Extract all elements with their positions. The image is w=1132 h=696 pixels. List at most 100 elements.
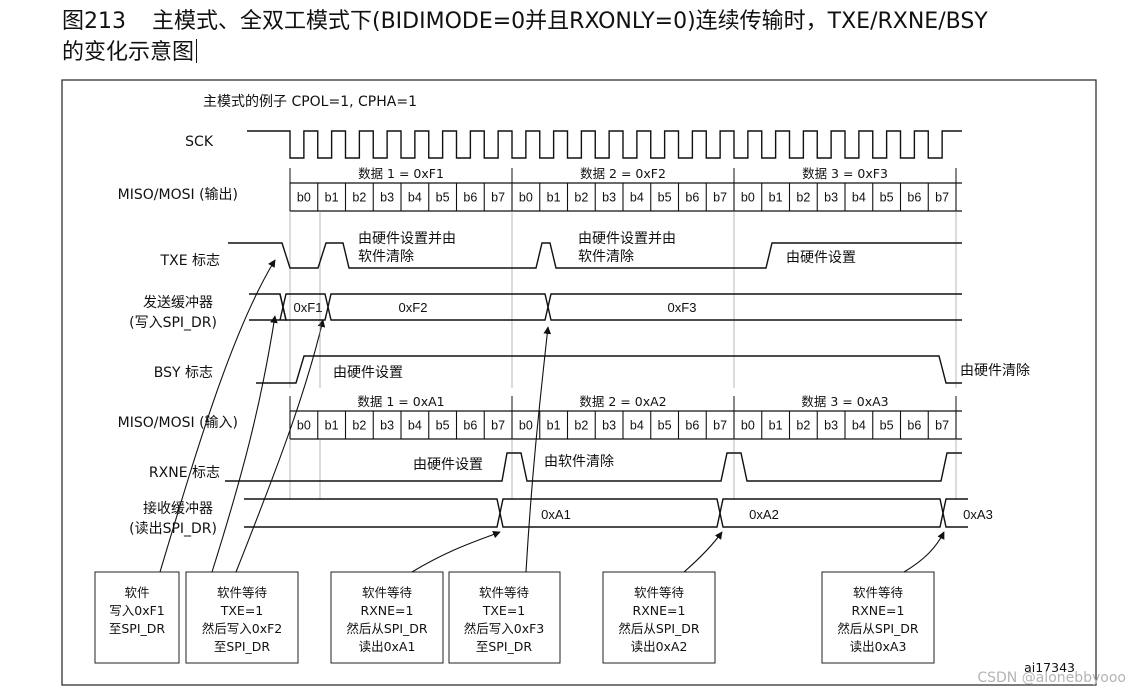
- callout-3-line-4: 读出0xA1: [359, 639, 416, 654]
- callout-4-line-3: 然后写入0xF3: [464, 621, 545, 636]
- caption-line-2: 的变化示意图: [62, 40, 195, 65]
- figure-id: ai17343: [1024, 660, 1075, 675]
- miso-mosi-input-bit-cell: b7: [491, 419, 505, 433]
- miso-mosi-output-bit-cell: b0: [741, 191, 755, 205]
- miso-mosi-input-bit-cell: b2: [574, 419, 588, 433]
- watermark: CSDN @alonebbyooo: [977, 670, 1126, 686]
- bsy-flag-label: BSY 标志: [154, 365, 213, 381]
- callout-5-line-3: 然后从SPI_DR: [618, 621, 700, 636]
- callout-arrows: [159, 259, 945, 573]
- tx-buffer-bus-a: [279, 293, 962, 321]
- callout-6-line-1: 软件等待: [853, 585, 904, 600]
- miso-mosi-output-bit-cell: b6: [685, 191, 699, 205]
- rxne-flag-label: RXNE 标志: [149, 465, 220, 481]
- tx-buffer-bus-b: [279, 293, 962, 321]
- miso-mosi-output-bit-cell: b7: [935, 191, 949, 205]
- miso-mosi-output-label: MISO/MOSI (输出): [118, 187, 238, 203]
- callout-2-line-4: 至SPI_DR: [214, 639, 271, 654]
- tx-buffer-value-2: 0xF2: [399, 300, 428, 315]
- rx-buffer-bus-b: [244, 498, 968, 528]
- arrow-read-0xa1: [411, 530, 501, 573]
- miso-mosi-input-bit-cell: b3: [380, 419, 394, 433]
- callout-3-line-1: 软件等待: [362, 585, 413, 600]
- miso-mosi-output-bit-cell: b5: [436, 191, 450, 205]
- bsy-clear-note: 由硬件清除: [960, 363, 1030, 379]
- rx-buffer-value-1: 0xA1: [541, 507, 571, 522]
- callout-5-line-4: 读出0xA2: [631, 639, 688, 654]
- rx-buffer-bus-a: [244, 498, 968, 528]
- tx-buffer-label: 发送缓冲器: [143, 295, 213, 311]
- miso-mosi-output-bit-cell: b3: [602, 191, 616, 205]
- figure-number: 图213: [62, 9, 126, 34]
- txe-note-2-line2: 软件清除: [578, 249, 634, 265]
- txe-note-2-line1: 由硬件设置并由: [578, 231, 676, 247]
- callout-2-line-1: 软件等待: [217, 585, 268, 600]
- miso-mosi-output-bit-cell: b0: [297, 191, 311, 205]
- miso-mosi-input-bit-cell: b7: [935, 419, 949, 433]
- bsy-waveform: [256, 355, 962, 384]
- arrow-write-0xf1: [159, 259, 276, 573]
- rxne-set-note: 由硬件设置: [413, 457, 483, 473]
- callout-4-line-2: TXE=1: [482, 603, 526, 618]
- bsy-set-note: 由硬件设置: [333, 365, 403, 381]
- miso-mosi-input-bit-cell: b6: [907, 419, 921, 433]
- text-cursor: [196, 39, 198, 63]
- miso-mosi-input-bit-cell: b5: [880, 419, 894, 433]
- callout-wait-rxne-read-0xa3: 软件等待 RXNE=1 然后从SPI_DR 读出0xA3: [821, 571, 935, 664]
- miso-mosi-input-bit-cell: b6: [685, 419, 699, 433]
- rx-buffer-value-2: 0xA2: [749, 507, 779, 522]
- callout-1-line-2: 写入0xF1: [109, 603, 165, 618]
- callout-3-line-3: 然后从SPI_DR: [346, 621, 428, 636]
- miso-mosi-output-bit-cell: b4: [630, 191, 644, 205]
- miso-mosi-input-label: MISO/MOSI (输入): [118, 415, 238, 431]
- txe-note-1-line1: 由硬件设置并由: [358, 231, 456, 247]
- arrow-write-0xf2: [235, 319, 326, 573]
- miso-mosi-output-bit-cell: b0: [519, 191, 533, 205]
- txe-note-1-line2: 软件清除: [358, 249, 414, 265]
- rxne-waveform: [225, 452, 962, 482]
- miso-mosi-input-bit-cell: b1: [547, 419, 561, 433]
- arrow-write-0xf1-buffer: [211, 315, 278, 573]
- miso-mosi-output-bit-cell: b7: [713, 191, 727, 205]
- callout-wait-txe-write-0xf2: 软件等待 TXE=1 然后写入0xF2 至SPI_DR: [185, 571, 299, 664]
- miso-mosi-input-bit-cell: b1: [769, 419, 783, 433]
- callout-write-0xf1: 软件 写入0xF1 至SPI_DR: [94, 571, 180, 664]
- sck-label: SCK: [185, 134, 214, 150]
- sck-waveform: [247, 130, 962, 159]
- arrow-read-0xa3: [903, 531, 945, 573]
- miso-mosi-output-bit-cell: b7: [491, 191, 505, 205]
- miso-mosi-input-bit-cell: b4: [852, 419, 866, 433]
- callout-2-line-3: 然后写入0xF2: [202, 621, 283, 636]
- callout-6-line-2: RXNE=1: [852, 603, 905, 618]
- miso-mosi-output-bit-cell: b2: [352, 191, 366, 205]
- arrow-read-0xa2: [683, 531, 723, 573]
- miso-mosi-input-bit-cell: b4: [630, 419, 644, 433]
- miso-mosi-input-bit-cell: b4: [408, 419, 422, 433]
- miso-mosi-output-bit-cell: b6: [463, 191, 477, 205]
- callout-6-line-3: 然后从SPI_DR: [837, 621, 919, 636]
- miso-mosi-output-bit-cell: b5: [658, 191, 672, 205]
- miso-mosi-input-bit-cell: b5: [658, 419, 672, 433]
- miso-mosi-output-bit-cell: b1: [325, 191, 339, 205]
- tx-buffer-value-3: 0xF3: [668, 300, 697, 315]
- miso-mosi-input-bit-cell: b5: [436, 419, 450, 433]
- callout-6-line-4: 读出0xA3: [850, 639, 907, 654]
- rx-data-label-3: 数据 3 = 0xA3: [801, 394, 888, 409]
- rxne-clear-note: 由软件清除: [544, 454, 614, 470]
- tx-data-label-1: 数据 1 = 0xF1: [358, 166, 444, 181]
- diagram-frame: [61, 79, 1097, 686]
- rx-data-label-1: 数据 1 = 0xA1: [357, 394, 444, 409]
- miso-mosi-input-bit-cell: b3: [824, 419, 838, 433]
- miso-mosi-input-bit-cell: b0: [519, 419, 533, 433]
- callout-4-line-1: 软件等待: [479, 585, 530, 600]
- txe-waveform: [228, 242, 962, 269]
- miso-mosi-input-bit-cell: b0: [297, 419, 311, 433]
- callout-wait-rxne-read-0xa1: 软件等待 RXNE=1 然后从SPI_DR 读出0xA1: [330, 571, 444, 664]
- miso-mosi-input-bit-cell: b7: [713, 419, 727, 433]
- tx-buffer-sublabel: (写入SPI_DR): [129, 315, 217, 331]
- miso-mosi-input-bit-cell: b1: [325, 419, 339, 433]
- miso-mosi-output-bit-cell: b2: [796, 191, 810, 205]
- callout-1-line-3: 至SPI_DR: [109, 621, 166, 636]
